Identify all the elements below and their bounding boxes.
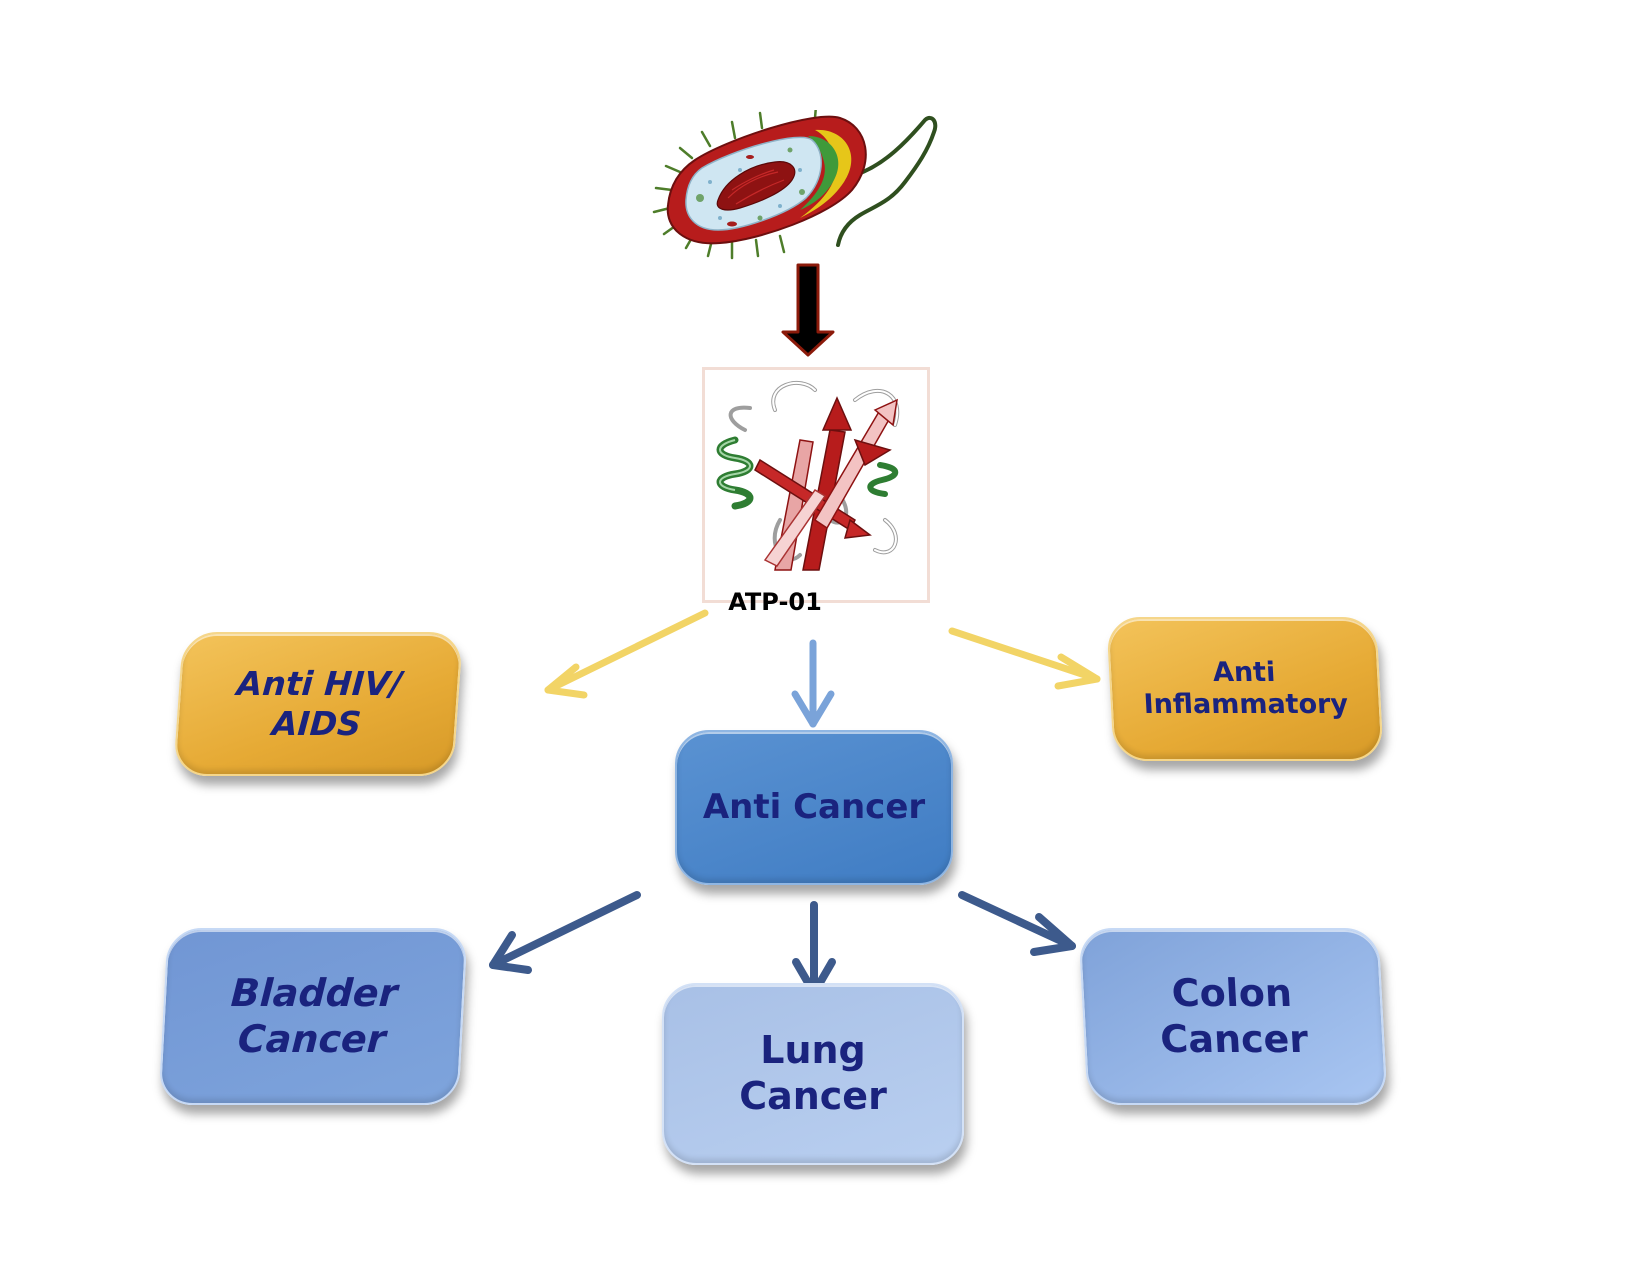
anti-hiv-aids-box: Anti HIV/ AIDS bbox=[172, 632, 464, 776]
anti-inflammatory-line2: Inflammatory bbox=[1142, 689, 1349, 720]
anti-inflammatory-line1: Anti bbox=[1212, 656, 1277, 688]
arrow-to-anti-hiv bbox=[544, 609, 709, 699]
lung-cancer-box: Lung Cancer bbox=[662, 983, 964, 1165]
arrow-to-anti-inflammatory bbox=[948, 627, 1101, 690]
anti-hiv-line2: AIDS bbox=[270, 704, 363, 743]
anti-hiv-line1: Anti HIV/ bbox=[235, 664, 404, 704]
bacterium-icon bbox=[652, 110, 938, 260]
protein-label: ATP-01 bbox=[728, 588, 822, 616]
protein-structure-icon bbox=[716, 380, 900, 571]
bladder-line1: Bladder bbox=[229, 970, 399, 1015]
protein-structure-frame bbox=[702, 367, 930, 603]
anti-inflammatory-box: Anti Inflammatory bbox=[1106, 617, 1384, 761]
arrow-to-colon-cancer bbox=[958, 891, 1076, 956]
anti-cancer-box: Anti Cancer bbox=[675, 730, 953, 885]
arrow-to-bladder-cancer bbox=[489, 891, 641, 974]
lung-line2: Cancer bbox=[739, 1074, 887, 1118]
bladder-cancer-box: Bladder Cancer bbox=[158, 928, 468, 1105]
arrow-to-lung-cancer bbox=[792, 901, 836, 997]
bladder-line2: Cancer bbox=[236, 1016, 387, 1061]
colon-cancer-box: Colon Cancer bbox=[1078, 928, 1388, 1105]
colon-line1: Colon bbox=[1170, 970, 1294, 1015]
lung-line1: Lung bbox=[760, 1028, 866, 1073]
production-arrow bbox=[781, 263, 835, 357]
anti-cancer-label: Anti Cancer bbox=[702, 787, 926, 828]
arrow-to-anti-cancer bbox=[791, 639, 835, 728]
colon-line2: Cancer bbox=[1159, 1016, 1310, 1061]
